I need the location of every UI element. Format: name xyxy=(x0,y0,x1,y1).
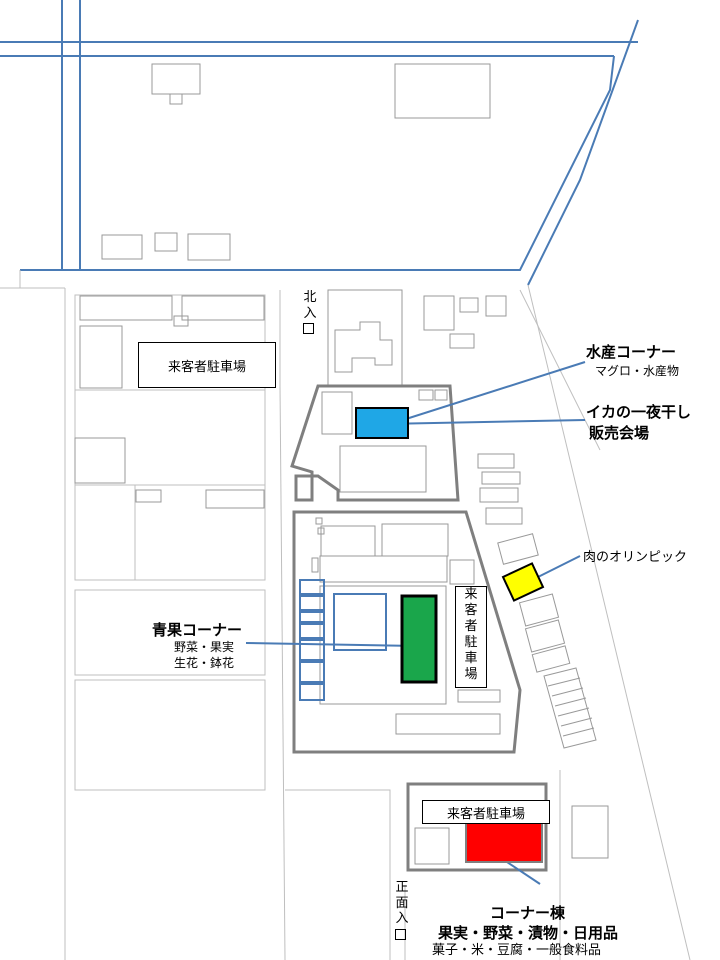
seika-corner-subtitle-2: 生花・鉢花 xyxy=(174,656,235,670)
square-outline-icon xyxy=(395,928,406,940)
north-entrance-char-2: 入 xyxy=(303,305,317,321)
corner-building-title: コーナー棟 xyxy=(490,904,566,922)
parking-middle-char-2: 客 xyxy=(464,603,478,618)
meat-olympic-label: 肉のオリンピック xyxy=(583,550,688,565)
square-outline-icon xyxy=(303,323,314,335)
suisan-corner-subtitle: マグロ・水産物 xyxy=(595,364,680,378)
parking-label-middle: 来 客 者 駐 車 場 xyxy=(455,586,487,688)
parking-middle-char-4: 駐 xyxy=(464,635,478,650)
north-entrance-label: 北 入 xyxy=(303,290,317,335)
main-roads xyxy=(0,0,639,286)
parking-middle-char-5: 車 xyxy=(464,651,478,666)
stall-rows xyxy=(299,579,387,701)
suisan-corner-title: 水産コーナー xyxy=(586,343,677,361)
parking-middle-char-1: 来 xyxy=(464,587,478,602)
corner-building-line1: 果実・野菜・漬物・日用品 xyxy=(438,924,619,942)
ika-sale-title-line1: イカの一夜干し xyxy=(586,403,692,421)
corner-building-block[interactable] xyxy=(465,821,543,863)
parking-middle-char-3: 者 xyxy=(464,619,478,634)
market-outlines xyxy=(290,384,548,872)
seika-corner-block[interactable] xyxy=(400,594,438,684)
parking-middle-char-6: 場 xyxy=(464,667,478,682)
buildings xyxy=(74,63,609,865)
north-entrance-char-1: 北 xyxy=(303,290,317,305)
seika-corner-subtitle-1: 野菜・果実 xyxy=(174,640,235,654)
corner-building-line2: 菓子・米・豆腐・一般食料品 xyxy=(432,943,602,958)
parking-label-top: 来客者駐車場 xyxy=(138,342,276,388)
parking-label-bottom: 来客者駐車場 xyxy=(422,800,550,824)
main-entrance-label: 正 面 入 xyxy=(395,880,409,940)
main-entrance-char-2: 面 xyxy=(395,895,409,911)
main-entrance-char-1: 正 xyxy=(395,880,409,895)
ika-sale-title-line2: 販売会場 xyxy=(589,424,650,442)
seika-corner-title: 青果コーナー xyxy=(152,621,243,639)
leader-lines xyxy=(245,361,586,885)
main-entrance-char-3: 入 xyxy=(395,911,409,927)
streets xyxy=(0,270,691,960)
suisan-corner-block[interactable] xyxy=(355,407,409,439)
meat-olympic-block[interactable] xyxy=(501,562,545,602)
